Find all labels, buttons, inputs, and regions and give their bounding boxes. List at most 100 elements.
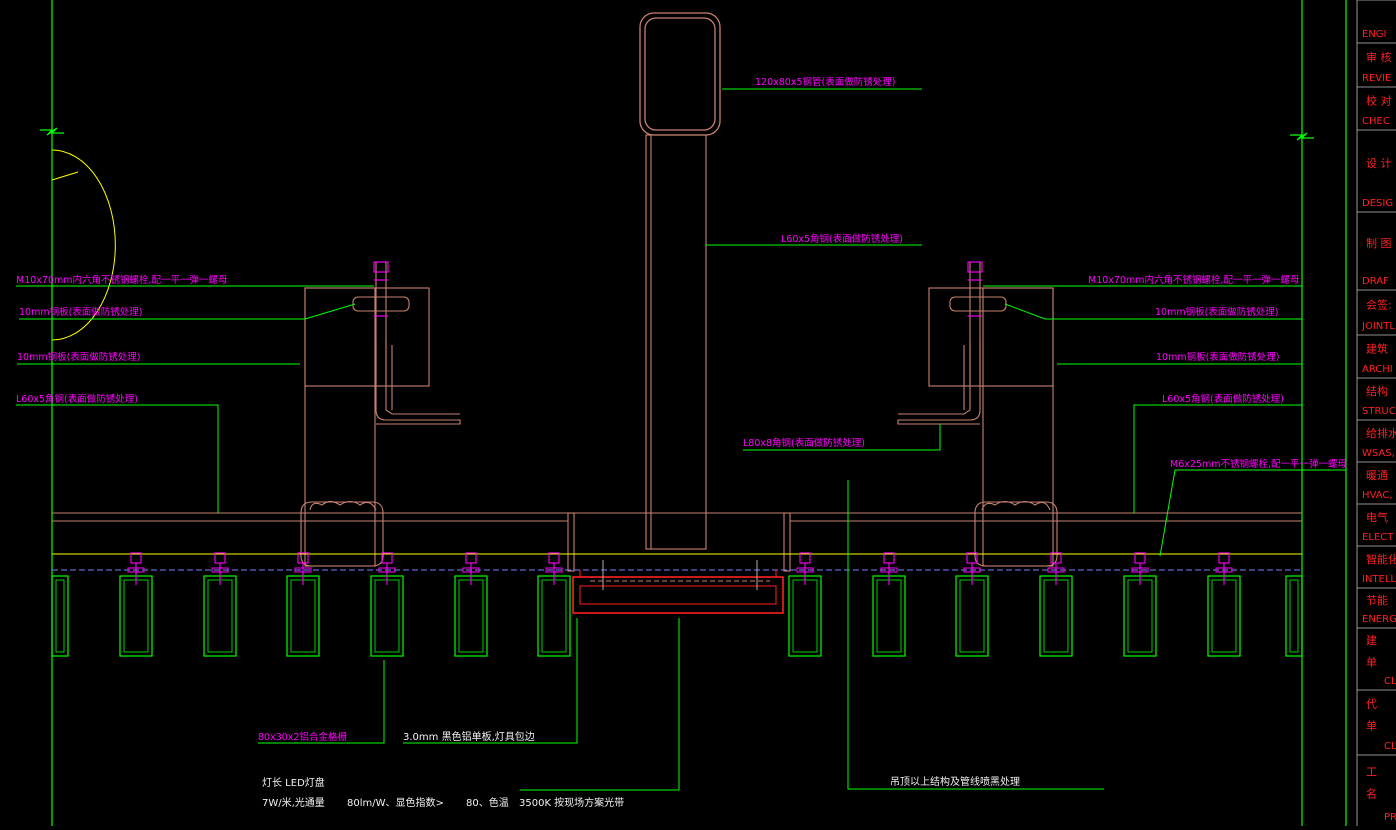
title-block-label-cn: 工 xyxy=(1366,766,1377,779)
leader-line xyxy=(16,404,219,513)
leader-lines xyxy=(16,88,1346,791)
grille-profile xyxy=(370,575,404,657)
light-spec-line2a: 7W/米,光通量 xyxy=(262,796,325,809)
grille-bolt xyxy=(1047,552,1065,585)
grille-bolt xyxy=(211,552,229,585)
grille-bolt xyxy=(462,552,480,585)
grille-bolt xyxy=(880,552,898,585)
steel-tube-120x80 xyxy=(639,12,721,136)
ceiling-beams xyxy=(52,512,1302,572)
title-block-label-cn: 单 xyxy=(1366,720,1377,733)
title-block-label-cn: 建筑 xyxy=(1366,342,1388,356)
aluminum-grille-row xyxy=(51,552,1303,657)
grille-profile xyxy=(286,575,320,657)
left-hanger-assembly xyxy=(300,262,461,567)
light-spec-line2b: 80lm/W、显色指数> xyxy=(347,796,444,809)
label-steel-tube: 120x80x5钢管(表面做防锈处理) xyxy=(755,76,895,88)
left-bolt-head xyxy=(373,261,389,317)
center-angle-post xyxy=(645,134,707,550)
title-block-label-en: REVIE xyxy=(1362,73,1391,84)
label-grille: 80x30x2铝合金格栅 xyxy=(258,731,347,743)
title-block-label-cn: 单 xyxy=(1366,656,1377,669)
grille-profile xyxy=(955,575,989,657)
right-bolt-head xyxy=(967,261,983,317)
grille-profile xyxy=(872,575,906,657)
title-block-label-cn: 设 计 xyxy=(1366,157,1392,170)
title-block-label-en: PR xyxy=(1384,812,1396,823)
title-block-label-cn: 智能化 xyxy=(1366,552,1396,566)
title-block-label-en: DESIG xyxy=(1362,198,1393,209)
label-angle80: L80x8角钢(表面做防锈处理) xyxy=(743,437,865,449)
grille-profile xyxy=(1123,575,1157,657)
light-spec-line1: 灯长 LED灯盘 xyxy=(262,776,325,789)
title-block-label-cn: 建 xyxy=(1366,633,1377,647)
grille-bolt xyxy=(294,552,312,585)
title-block-label-en: ELECT xyxy=(1362,532,1394,543)
grille-profile xyxy=(1039,575,1073,657)
title-block-label-cn: 暖通 xyxy=(1366,469,1388,482)
leader-line xyxy=(1133,404,1302,513)
label-plate2-left: 10mm钢板(表面做防锈处理) xyxy=(17,351,141,363)
title-block-label-en: CL xyxy=(1384,676,1396,687)
arc-tick xyxy=(51,171,79,181)
grille-profile xyxy=(51,575,69,657)
leader-line xyxy=(1159,469,1346,557)
led-light-housing xyxy=(572,560,784,614)
label-plate2-right: 10mm钢板(表面做防锈处理) xyxy=(1156,351,1280,363)
grille-bolt xyxy=(796,552,814,585)
grille-profile xyxy=(203,575,237,657)
grille-bolt xyxy=(378,552,396,585)
title-block-label-en: DRAF xyxy=(1362,276,1389,287)
leader-line xyxy=(520,618,680,791)
label-housing: 3.0mm 黑色铝单板,灯具包边 xyxy=(403,730,535,743)
grille-bolt xyxy=(1215,552,1233,585)
grille-bolt xyxy=(545,552,563,585)
grille-bolt xyxy=(963,552,981,585)
title-block-label-en: WSAS, xyxy=(1362,448,1395,459)
grille-profile xyxy=(1207,575,1241,657)
title-block-label-en: CHEC xyxy=(1362,116,1390,127)
leader-line xyxy=(403,618,578,744)
grille-profile xyxy=(119,575,153,657)
leader-line xyxy=(743,424,941,451)
door-swing-arc xyxy=(51,149,116,341)
keel-line xyxy=(52,553,1302,571)
drawing-frame xyxy=(40,0,1347,826)
label-bolt-right: M10x70mm内六角不锈钢螺栓,配一平一弹一螺母 xyxy=(1088,274,1300,286)
grille-profile xyxy=(454,575,488,657)
title-block-label-en: INTELL xyxy=(1362,574,1396,585)
label-plate1-right: 10mm钢板(表面做防锈处理) xyxy=(1155,306,1279,318)
leader-line xyxy=(847,480,1104,790)
grille-profile xyxy=(788,575,822,657)
grille-bolt xyxy=(1131,552,1149,585)
light-spec-line2c: 80、色温 xyxy=(466,796,509,809)
leader-line xyxy=(258,660,385,744)
title-block-label-cn: 结构 xyxy=(1366,384,1388,398)
leader-line xyxy=(1004,303,1302,320)
label-plate1-left: 10mm钢板(表面做防锈处理) xyxy=(19,306,143,318)
label-angle-right: L60x5角钢(表面做防锈处理) xyxy=(1162,393,1284,405)
grille-profile xyxy=(537,575,571,657)
title-block-label-en: JOINTL xyxy=(1361,321,1395,332)
title-block-label-en: ENGI xyxy=(1362,29,1387,40)
title-block-label-en: CL xyxy=(1384,741,1396,752)
label-center-angle: L60x5角钢(表面做防锈处理) xyxy=(781,233,903,245)
title-block-label-en: HVAC, xyxy=(1362,490,1393,501)
title-block-label-cn: 会签: xyxy=(1366,298,1392,312)
title-block-label-cn: 审 核 xyxy=(1366,50,1392,64)
label-bolt-left: M10x70mm内六角不锈钢螺栓,配一平一弹一螺母 xyxy=(16,274,228,286)
label-screw: M6x25mm不锈钢螺栓,配一平一弹一螺母 xyxy=(1170,458,1347,470)
light-spec-line2d: 3500K 按现场方案光带 xyxy=(519,796,624,809)
grille-profile xyxy=(1285,575,1303,657)
title-block-label-cn: 名 xyxy=(1366,787,1377,801)
leader-line xyxy=(19,303,356,320)
annotation-labels: 120x80x5钢管(表面做防锈处理) L60x5角钢(表面做防锈处理) M10… xyxy=(16,76,1347,809)
label-ceiling-note: 吊顶以上结构及管线喷黑处理 xyxy=(890,775,1020,788)
title-block-label-cn: 给排水 xyxy=(1366,426,1396,440)
title-block-label-en: ENERG xyxy=(1362,614,1396,625)
title-block-label-en: STRUC xyxy=(1362,406,1396,417)
title-block-label-en: ARCHI xyxy=(1362,364,1393,375)
